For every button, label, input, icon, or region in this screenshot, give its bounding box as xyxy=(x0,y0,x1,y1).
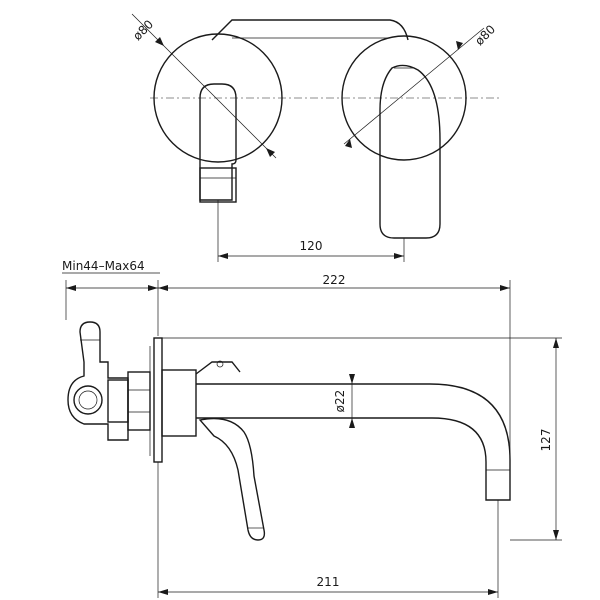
left-diameter-arrow-b xyxy=(266,148,275,157)
left-lever-tip xyxy=(199,167,237,203)
height-label: 127 xyxy=(539,429,553,452)
spacing-arrow-left xyxy=(218,253,228,259)
spacing-label: 120 xyxy=(300,239,323,253)
total-arrow-left xyxy=(66,285,76,291)
pipe-arrow-bottom xyxy=(349,418,355,428)
front-lever xyxy=(198,417,266,541)
left-lever xyxy=(199,83,237,201)
rear-knob xyxy=(73,385,103,415)
spacing-arrow-right xyxy=(394,253,404,259)
total-length-label: 222 xyxy=(323,273,346,287)
right-diameter-arrow-a xyxy=(345,139,352,148)
top-view: ø80 ø80 120 xyxy=(130,13,502,262)
right-diameter-arrow-b xyxy=(456,41,463,50)
wall-range-arrow-right xyxy=(148,285,158,291)
left-diameter-label: ø80 xyxy=(130,17,156,43)
right-lever xyxy=(379,64,441,239)
front-body xyxy=(161,369,197,437)
left-diameter-leader xyxy=(131,13,277,159)
pipe-diameter-label: ø22 xyxy=(333,390,347,413)
connecting-bar xyxy=(211,19,409,41)
total-arrow-inner xyxy=(158,285,168,291)
rear-nut xyxy=(107,379,129,423)
wall-plate xyxy=(153,337,163,463)
reach-label: 211 xyxy=(317,575,340,589)
rear-flange xyxy=(127,371,151,431)
right-diameter-label: ø80 xyxy=(472,22,498,48)
side-view: Min44–Max64 222 xyxy=(62,259,562,598)
total-arrow-right xyxy=(500,285,510,291)
reach-arrow-left xyxy=(158,589,168,595)
spout xyxy=(196,383,511,501)
wall-range-label: Min44–Max64 xyxy=(62,259,145,273)
height-arrow-top xyxy=(553,338,559,348)
rear-knob-inner xyxy=(78,390,98,410)
height-arrow-bottom xyxy=(553,530,559,540)
reach-arrow-right xyxy=(488,589,498,595)
rear-body xyxy=(67,321,129,441)
pipe-arrow-top xyxy=(349,374,355,384)
front-body-top xyxy=(195,361,241,375)
right-diameter-leader xyxy=(343,27,485,145)
left-diameter-arrow-a xyxy=(155,37,164,46)
front-body-screw xyxy=(216,360,224,368)
